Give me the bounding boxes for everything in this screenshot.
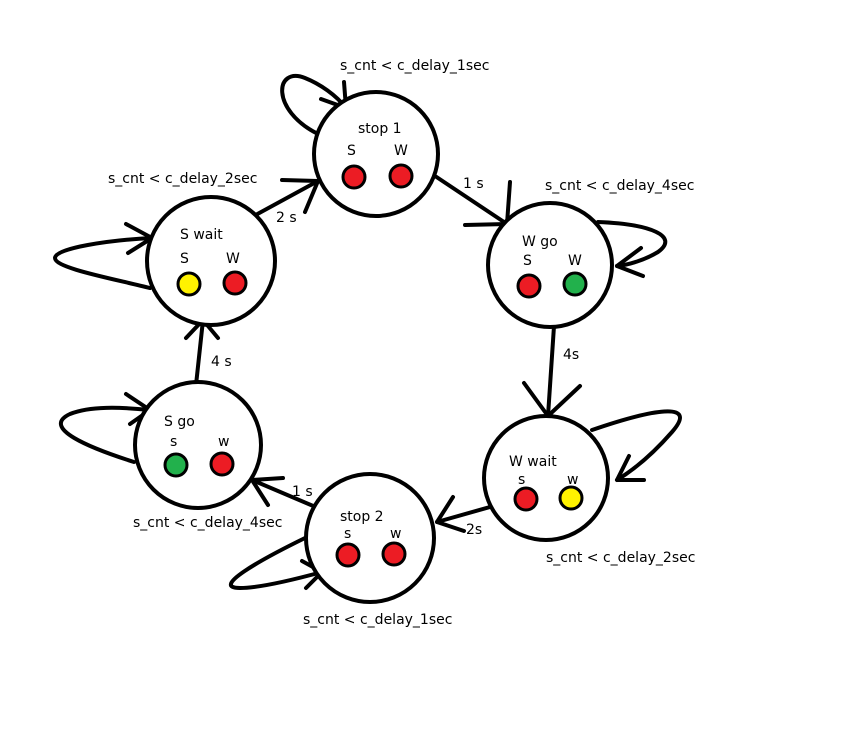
lamp-s [341,164,367,190]
label-stop2-to-sgo: 1 s [292,484,313,500]
lamp-w [209,451,235,477]
edge-swait-to-stop1 [250,179,320,219]
self-loop-stop2 [229,536,324,590]
lamp-w [381,541,407,567]
condition-sgo: s_cnt < c_delay_4sec [133,515,282,531]
label-wgo-to-wwait: 4s [563,347,579,363]
self-loop-stop1 [280,74,348,136]
state-name: S go [164,414,195,430]
state-circle [133,380,263,510]
condition-wwait: s_cnt < c_delay_2sec [546,550,695,566]
self-loop-labels: s_cnt < c_delay_1sec s_cnt < c_delay_4se… [108,58,695,628]
lamp-label-s: S [180,251,189,267]
label-sgo-to-swait: 4 s [211,354,232,370]
state-circle [312,90,440,218]
lamp-s [516,273,542,299]
lamp-s [176,271,202,297]
state-s-go: S go s w [133,380,263,510]
edge-wgo-to-wwait [546,324,556,418]
lamp-label-w: W [568,253,582,269]
lamp-label-s: s [344,526,351,542]
condition-wgo: s_cnt < c_delay_4sec [545,178,694,194]
transition-labels: 1 s 4s 2s 1 s 4 s 2 s [211,176,579,538]
condition-swait: s_cnt < c_delay_2sec [108,171,257,187]
state-s-wait: S wait S W [145,195,277,327]
state-w-wait: W wait s w [482,414,610,542]
label-stop1-to-wgo: 1 s [463,176,484,192]
label-wwait-to-stop2: 2s [466,522,482,538]
edge-sgo-to-swait [194,318,205,387]
self-loop-swait [53,236,154,290]
lamp-label-w: W [394,143,408,159]
arrowhead-wgo-to-wwait [522,381,582,418]
state-circle [145,195,277,327]
lamp-w [562,271,588,297]
lamp-s [513,486,539,512]
lamp-label-w: w [567,472,578,488]
state-stop1: stop 1 S W [312,90,440,218]
lamp-s [335,542,361,568]
state-name: W go [522,234,558,250]
lamp-label-w: W [226,251,240,267]
lamp-label-s: S [347,143,356,159]
self-loop-sgo [59,405,152,464]
lamp-s [163,452,189,478]
lamp-label-s: s [518,472,525,488]
state-name: S wait [180,227,223,243]
arrowhead-self-loop-wwait [615,454,646,482]
lamp-label-w: w [218,434,229,450]
lamp-w [222,270,248,296]
lamp-label-s: s [170,434,177,450]
arrowhead-wwait-to-stop2 [435,495,466,533]
self-loop-wgo [596,220,668,268]
arrowhead-self-loop-wgo [615,246,645,278]
self-loop-wwait [590,409,682,482]
state-circle [482,414,610,542]
condition-stop2: s_cnt < c_delay_1sec [303,612,452,628]
state-stop2: stop 2 s w [304,472,436,604]
state-circle [486,201,614,329]
label-swait-to-stop1: 2 s [276,210,297,226]
lamp-label-w: w [390,526,401,542]
lamp-w [558,485,584,511]
state-name: stop 2 [340,509,384,525]
state-name: stop 1 [358,121,402,137]
lamp-w [388,163,414,189]
condition-stop1: s_cnt < c_delay_1sec [340,58,489,74]
state-w-go: W go S W [486,201,614,329]
lamp-label-s: S [523,253,532,269]
edge-stop1-to-wgo [433,174,509,226]
edge-wwait-to-stop2 [435,503,499,524]
state-name: W wait [509,454,557,470]
state-circle [304,472,436,604]
